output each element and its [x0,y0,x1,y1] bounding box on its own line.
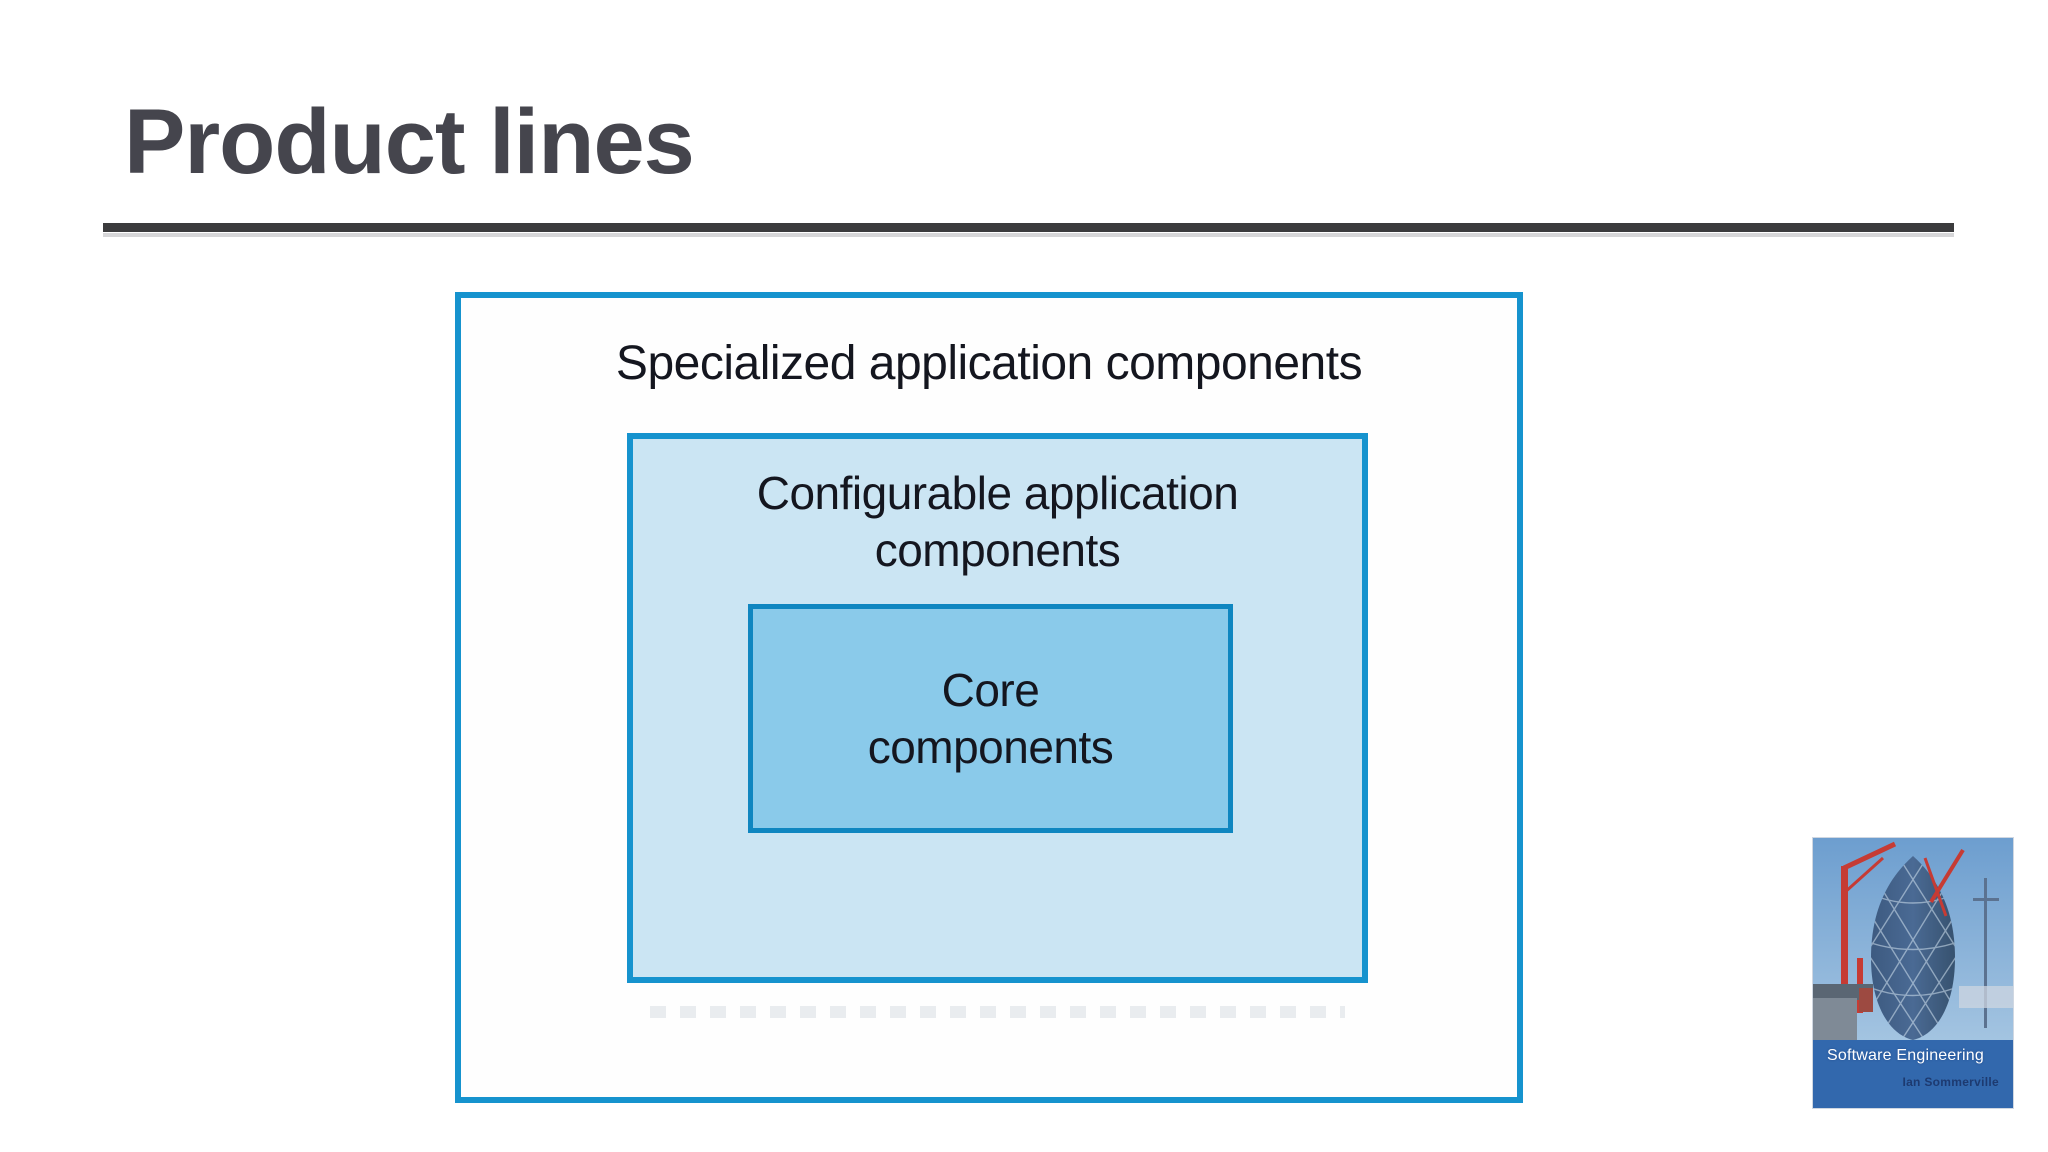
core-label-line1: Core [941,663,1040,716]
book-title: Software Engineering [1827,1047,1984,1064]
right-crane-mast [1984,878,1987,1028]
book-cover-photo [1813,838,2013,1040]
red-cranes [1841,841,1965,1013]
book-title-band: Software Engineering Ian Sommerville [1813,1040,2013,1108]
page-title: Product lines [124,91,695,193]
diagram-box-specialized: Specialized application components Confi… [455,292,1523,1103]
specialized-components-label: Specialized application components [615,337,1363,390]
foreground-buildings [1813,984,2013,1040]
title-underline [103,223,1954,237]
diagram-box-core: Core components [748,604,1233,833]
title-underline-dark-bar [103,223,1954,232]
faint-dashed-line [650,1006,1345,1018]
core-label-line2: components [867,720,1114,773]
core-components-label: Core components [868,662,1114,776]
title-underline-shadow-bar [103,233,1954,237]
book-author: Ian Sommerville [1902,1075,1999,1089]
configurable-label-line2: components [874,524,1121,576]
configurable-label-line1: Configurable application [756,467,1239,519]
book-cover: Software Engineering Ian Sommerville [1813,838,2013,1108]
diagram-box-configurable: Configurable application components Core… [627,433,1368,983]
configurable-components-label: Configurable application components [633,439,1362,579]
